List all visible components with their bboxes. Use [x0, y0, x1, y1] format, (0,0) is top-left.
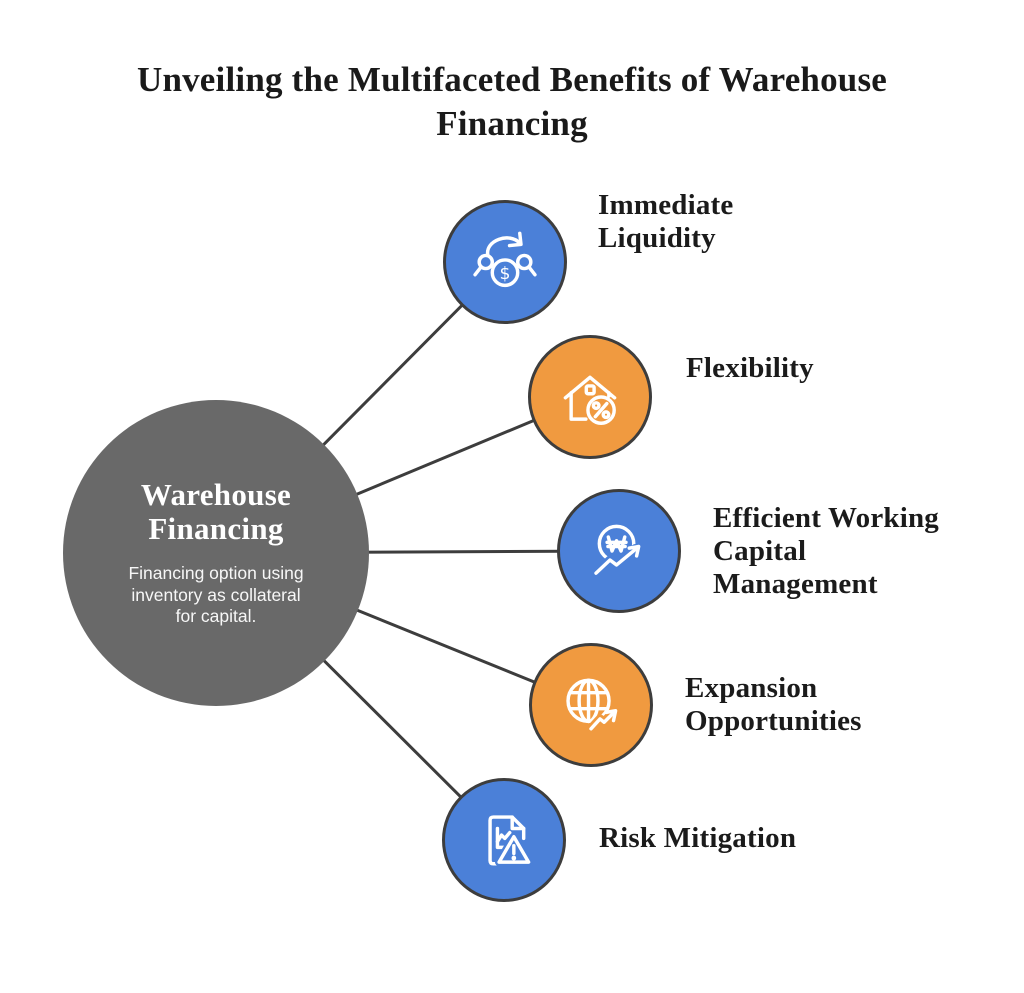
globe-growth-icon — [566, 678, 618, 734]
node-label-flexibility: Flexibility — [686, 352, 814, 384]
cash-flow-icon: $ — [473, 231, 537, 288]
house-percent-icon — [563, 375, 617, 425]
won-growth-icon — [591, 524, 641, 578]
page-title: Unveiling the Multifaceted Benefits of W… — [136, 60, 888, 143]
node-risk-mitigation — [442, 778, 566, 902]
center-description: Financing option using inventory as coll… — [128, 563, 304, 627]
node-flexibility — [528, 335, 652, 459]
node-label-efficient-working-capital: Efficient Working Capital Management — [713, 502, 940, 600]
center-heading: Warehouse Financing — [140, 477, 292, 547]
node-label-immediate-liquidity: Immediate Liquidity — [598, 189, 734, 254]
node-immediate-liquidity: $ — [443, 200, 567, 324]
report-warning-icon — [488, 815, 533, 867]
node-expansion-opportunities — [529, 643, 653, 767]
center-node-warehouse-financing: Warehouse Financing Financing option usi… — [63, 400, 369, 706]
svg-text:$: $ — [500, 264, 511, 284]
node-label-expansion-opportunities: Expansion Opportunities — [685, 672, 862, 737]
node-efficient-working-capital — [557, 489, 681, 613]
node-label-risk-mitigation: Risk Mitigation — [599, 822, 797, 854]
